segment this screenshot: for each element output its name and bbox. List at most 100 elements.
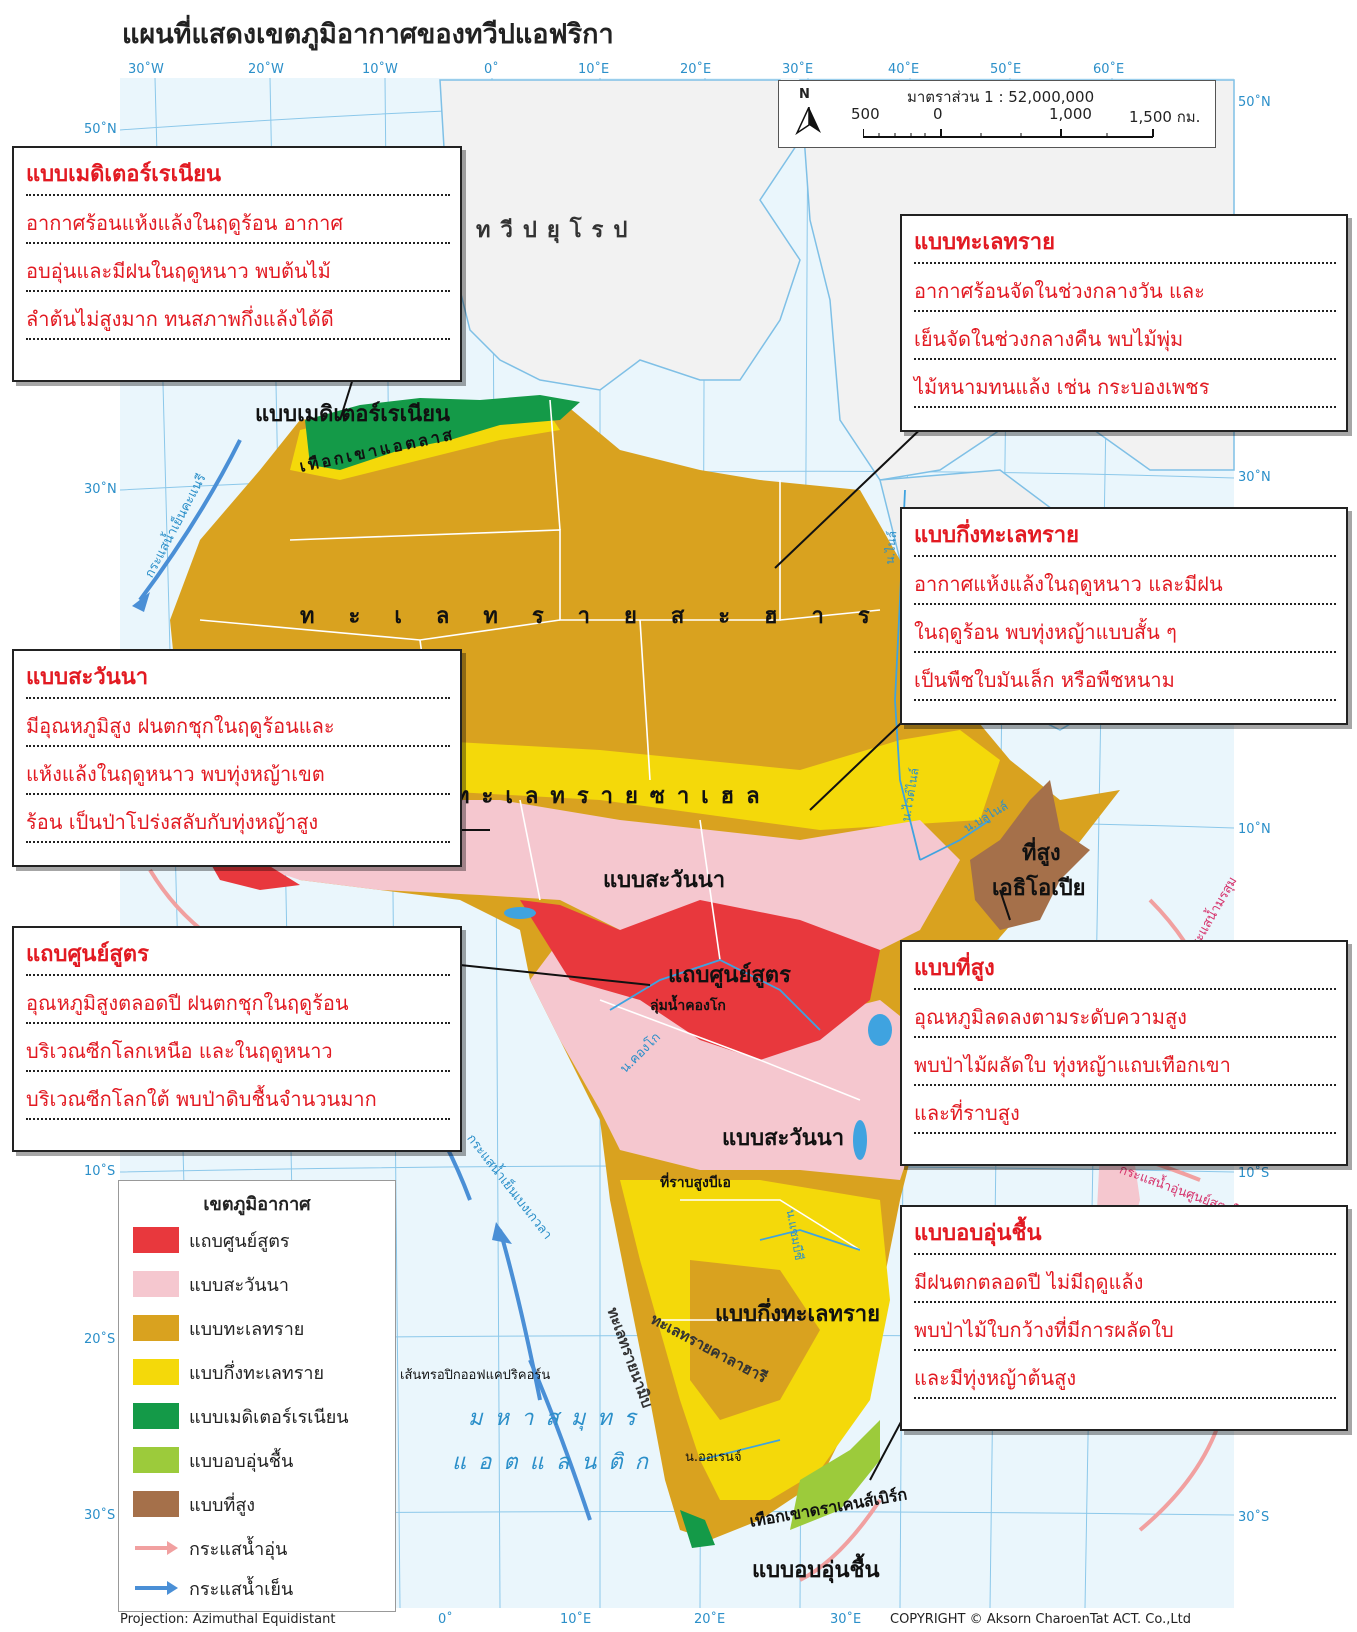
lon-label: 30˚E [782,62,814,77]
label-savanna-north: แบบสะวันนา [603,868,726,893]
callout-line: อากาศร้อนแห้งแล้งในฤดูร้อน อากาศ [26,196,450,244]
label-semidesert-south: แบบกึ่งทะเลทราย [715,1302,881,1327]
callout-line: มีอุณหภูมิสูง ฝนตกชุกในฤดูร้อนและ [26,699,450,747]
map-title: แผนที่แสดงเขตภูมิอากาศของทวีปแอฟริกา [122,19,614,50]
lat-label-right: 30˚N [1238,470,1271,485]
callout-title: แบบเมดิเตอร์เรเนียน [26,158,450,196]
lat-label-right: 30˚S [1238,1510,1270,1525]
legend-item-cold-current: กระแสน้ำเย็น [133,1573,293,1603]
scale-tick-500: 500 [851,105,880,123]
callout-desert: แบบทะเลทราย อากาศร้อนจัดในช่วงกลางวัน แล… [900,214,1348,432]
lon-label: 20˚E [680,62,712,77]
callout-line: และที่ราบสูง [914,1086,1336,1134]
legend-label: กระแสน้ำอุ่น [189,1538,288,1560]
callout-line: ในฤดูร้อน พบทุ่งหญ้าแบบสั้น ๆ [914,605,1336,653]
callout-line: พบป่าไม้ผลัดใบ ทุ่งหญ้าแถบเทือกเขา [914,1038,1336,1086]
lon-label: 40˚E [888,62,920,77]
legend-swatch [133,1227,179,1253]
scale-box: N มาตราส่วน 1 : 52,000,000 500 0 1,000 1… [778,80,1216,148]
legend-swatch [133,1315,179,1341]
rivers [609,489,991,1461]
scale-tick-1500: 1,500 กม. [1129,108,1201,126]
scale-tick-0: 0 [933,105,943,123]
label-ocean-1: มหาสมุทร [468,1406,648,1431]
callout-equatorial: แถบศูนย์สูตร อุณหภูมิสูงตลอดปี ฝนตกชุกใน… [12,926,462,1152]
callout-line: เย็นจัดในช่วงกลางคืน พบไม้พุ่ม [914,312,1336,360]
scale-tick-1000: 1,000 [1049,105,1092,123]
lat-label-right: 50˚N [1238,95,1271,110]
label-humid-zone: แบบอบอุ่นชื้น [752,1558,880,1583]
callout-highland: แบบที่สูง อุณหภูมิลดลงตามระดับความสูง พบ… [900,940,1348,1166]
lon-label: 10˚E [578,62,610,77]
callout-line: อุณหภูมิสูงตลอดปี ฝนตกชุกในฤดูร้อน [26,976,450,1024]
lon-label: 50˚E [990,62,1022,77]
legend-label: แถบศูนย์สูตร [189,1230,290,1252]
lat-label: 30˚N [84,482,117,497]
label-ethiopia-2: เอธิโอเปีย [992,876,1086,901]
legend-label: กระแสน้ำเย็น [189,1578,294,1600]
scale-bar [863,129,1154,138]
callout-line: แห้งแล้งในฤดูหนาว พบทุ่งหญ้าเขต [26,747,450,795]
lat-label-right: 10˚N [1238,822,1271,837]
callout-line: ไม้หนามทนแล้ง เช่น กระบองเพชร [914,360,1336,408]
lat-label: 30˚S [84,1508,116,1523]
cold-current-arrowheads [132,592,512,1244]
callout-line: พบป่าไม้ใบกว้างที่มีการผลัดใบ [914,1303,1336,1351]
lat-label: 50˚N [84,122,117,137]
lon-label-bottom: 30˚E [830,1612,862,1627]
callout-mediterranean: แบบเมดิเตอร์เรเนียน อากาศร้อนแห้งแล้งในฤ… [12,146,462,382]
legend-swatch [133,1359,179,1385]
label-sahara: ทะเลทรายสะฮารา [300,604,951,629]
label-orange-river: น.ออเรนจ์ [685,1450,742,1465]
legend-swatch [133,1271,179,1297]
callout-title: แบบสะวันนา [26,661,450,699]
label-savanna-south: แบบสะวันนา [722,1126,845,1151]
legend-item: แบบสะวันนา [133,1269,289,1299]
legend-label: แบบอบอุ่นชื้น [189,1450,294,1472]
legend-label: แบบที่สูง [189,1494,256,1516]
legend-item: แถบศูนย์สูตร [133,1225,290,1255]
cold-current-arrow-icon [135,1581,178,1595]
callout-title: แบบอบอุ่นชื้น [914,1217,1336,1255]
legend: เขตภูมิอากาศ แถบศูนย์สูตร แบบสะวันนา แบบ… [118,1180,396,1612]
callout-line: บริเวณซีกโลกใต้ พบป่าดิบชื้นจำนวนมาก [26,1072,450,1120]
label-ocean-2: แอตแลนติก [452,1450,660,1475]
label-ethiopia-1: ที่สูง [1022,841,1061,866]
legend-item: แบบอบอุ่นชื้น [133,1445,293,1475]
north-arrow-icon [795,107,821,135]
label-tropic: เส้นทรอปิกออฟแคปริคอร์น [400,1368,551,1383]
lon-label: 60˚E [1093,62,1125,77]
label-equatorial-zone: แถบศูนย์สูตร [668,963,791,988]
callout-line: อบอุ่นและมีฝนในฤดูหนาว พบต้นไม้ [26,244,450,292]
legend-label: แบบทะเลทราย [189,1318,305,1340]
label-mediterranean-zone: แบบเมดิเตอร์เรเนียน [255,402,451,427]
lat-label: 10˚S [84,1164,116,1179]
lon-label-bottom: 0˚ [438,1612,453,1627]
legend-label: แบบเมดิเตอร์เรเนียน [189,1406,349,1428]
callout-title: แบบที่สูง [914,952,1336,990]
lon-label: 20˚W [248,62,284,77]
lon-label-bottom: 20˚E [694,1612,726,1627]
callout-title: แถบศูนย์สูตร [26,938,450,976]
legend-swatch [133,1403,179,1429]
legend-label: แบบกึ่งทะเลทราย [189,1362,325,1384]
lat-label-right: 10˚S [1238,1166,1270,1181]
callout-line: มีฝนตกตลอดปี ไม่มีฤดูแล้ง [914,1255,1336,1303]
label-europe: ทวีปยุโรป [476,218,638,243]
callout-humid-subtropical: แบบอบอุ่นชื้น มีฝนตกตลอดปี ไม่มีฤดูแล้ง … [900,1205,1348,1431]
warm-current-arrow-icon [135,1541,178,1555]
callout-line: เป็นพืชใบมันเล็ก หรือพืชหนาม [914,653,1336,701]
lon-label: 30˚W [128,62,164,77]
copyright-note: COPYRIGHT © Aksorn CharoenTat ACT. Co.,L… [890,1612,1191,1627]
callout-title: แบบกึ่งทะเลทราย [914,519,1336,557]
north-label: N [799,87,810,102]
callout-line: และมีทุ่งหญ้าต้นสูง [914,1351,1336,1399]
legend-item: แบบทะเลทราย [133,1313,304,1343]
label-congo-basin: ลุ่มน้ำคองโก [650,998,726,1014]
callout-semidesert: แบบกึ่งทะเลทราย อากาศแห้งแล้งในฤดูหนาว แ… [900,507,1348,725]
projection-note: Projection: Azimuthal Equidistant [120,1612,336,1627]
legend-item: แบบที่สูง [133,1489,255,1519]
label-sahel: ทะเลทรายซาเฮล [455,784,772,809]
callout-line: อากาศร้อนจัดในช่วงกลางวัน และ [914,264,1336,312]
lon-label-bottom: 10˚E [560,1612,592,1627]
